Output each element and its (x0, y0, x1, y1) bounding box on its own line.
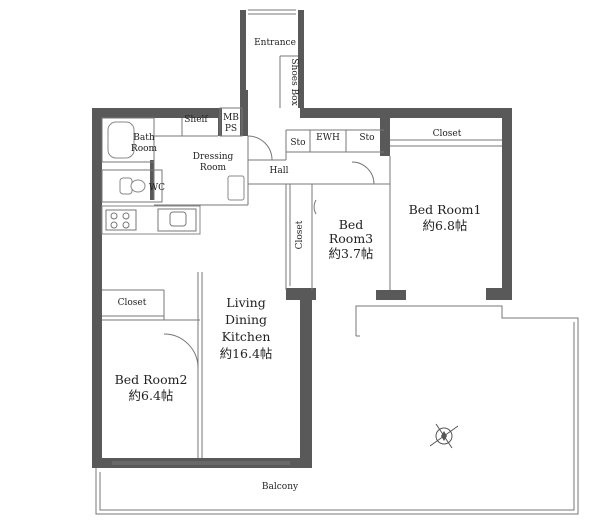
bed3-area: 約3.7帖 (329, 246, 374, 261)
bed2-label: Bed Room2 (115, 372, 188, 387)
closet-top-label: Closet (433, 129, 462, 139)
dressing-label-1: Dressing (193, 152, 234, 162)
mb-label: MB (223, 113, 239, 123)
dressing-label-2: Room (200, 163, 227, 173)
fixtures (107, 121, 245, 229)
sto-left-label: Sto (290, 138, 305, 148)
balcony-outline (95, 305, 579, 515)
door-swings (163, 135, 375, 369)
shelf-label: Shelf (184, 115, 208, 125)
wc-label: WC (149, 183, 165, 193)
bed3-label-1: Bed (339, 217, 364, 232)
closet-left-label: Closet (118, 298, 147, 308)
bath-label-2: Room (131, 144, 158, 154)
bed2-area: 約6.4帖 (129, 388, 174, 403)
ewh-label: EWH (316, 133, 340, 143)
closet-side-label: Closet (295, 220, 305, 249)
walls (92, 10, 512, 468)
bath-label-1: Bath (133, 133, 155, 143)
room-labels: Entrance Shoes Box Shelf MB PS Bath Room… (115, 38, 482, 492)
ldk-area: 約16.4帖 (220, 346, 273, 361)
sto-right-label: Sto (359, 133, 374, 143)
bed3-label-2: Room3 (329, 231, 373, 246)
bed1-area: 約6.8帖 (423, 218, 468, 233)
shoes-box-label: Shoes Box (289, 58, 299, 105)
bed1-label: Bed Room1 (409, 202, 482, 217)
hall-label: Hall (270, 166, 289, 176)
ps-label: PS (225, 124, 237, 134)
ldk-label-2: Dining (225, 312, 267, 327)
balcony-label: Balcony (262, 482, 299, 492)
partitions (101, 9, 502, 465)
compass-north-icon (429, 423, 459, 449)
entrance-label: Entrance (254, 38, 296, 48)
ldk-label-1: Living (226, 295, 265, 310)
ldk-label-3: Kitchen (222, 329, 271, 344)
